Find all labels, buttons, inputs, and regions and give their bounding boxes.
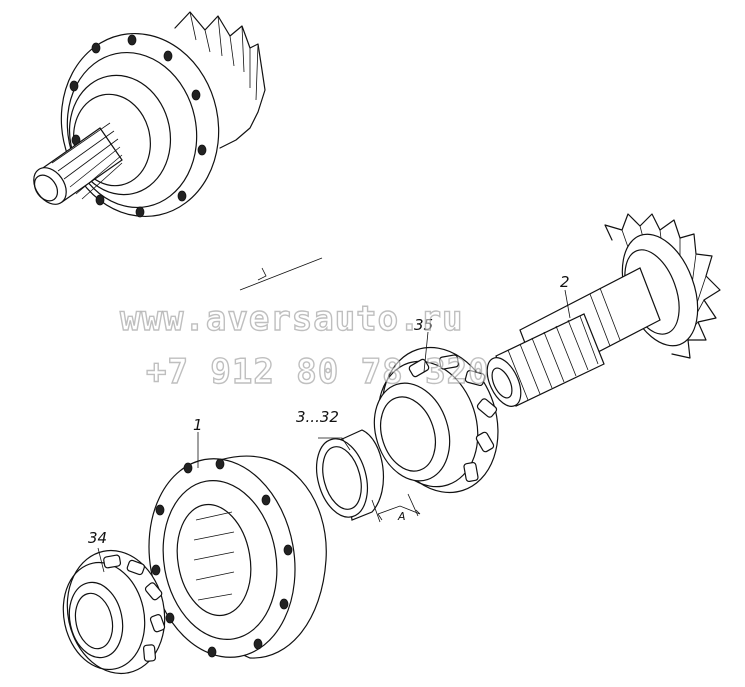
- hub-part: [148, 455, 327, 659]
- hub-bolt-holes: [151, 458, 293, 658]
- assembled-bolt-holes: [69, 34, 207, 218]
- assembled-drive-unit: [33, 11, 266, 218]
- pinion-shaft-part: [486, 213, 721, 407]
- bearing-small-part: [62, 549, 166, 675]
- bearing-large-rollers: [408, 354, 498, 483]
- assembled-housing-flange: [60, 32, 220, 218]
- watermark-website: www.aversauto.ru: [120, 299, 464, 339]
- bearing-small-rollers: [103, 554, 166, 662]
- callout-bearing-small-label: 34: [88, 529, 107, 547]
- callout-pinion-shaft-label: 2: [560, 273, 570, 291]
- spacer-ring-part: [316, 429, 384, 521]
- callout-bearing-large-label: 35: [414, 316, 433, 334]
- leader-lines: [97, 257, 571, 573]
- callout-hub-label: 1: [193, 416, 203, 434]
- callout-spacer-ring-label: 3...32: [296, 408, 339, 426]
- watermark-phone: +7 912 80 78 320: [146, 352, 490, 392]
- assembled-splined-shaft: [33, 122, 123, 205]
- assembled-gear-teeth: [174, 11, 266, 149]
- bearing-large-part: [373, 346, 499, 494]
- dimension-a-label: A: [397, 510, 406, 523]
- dimension-a-marker: [371, 493, 421, 523]
